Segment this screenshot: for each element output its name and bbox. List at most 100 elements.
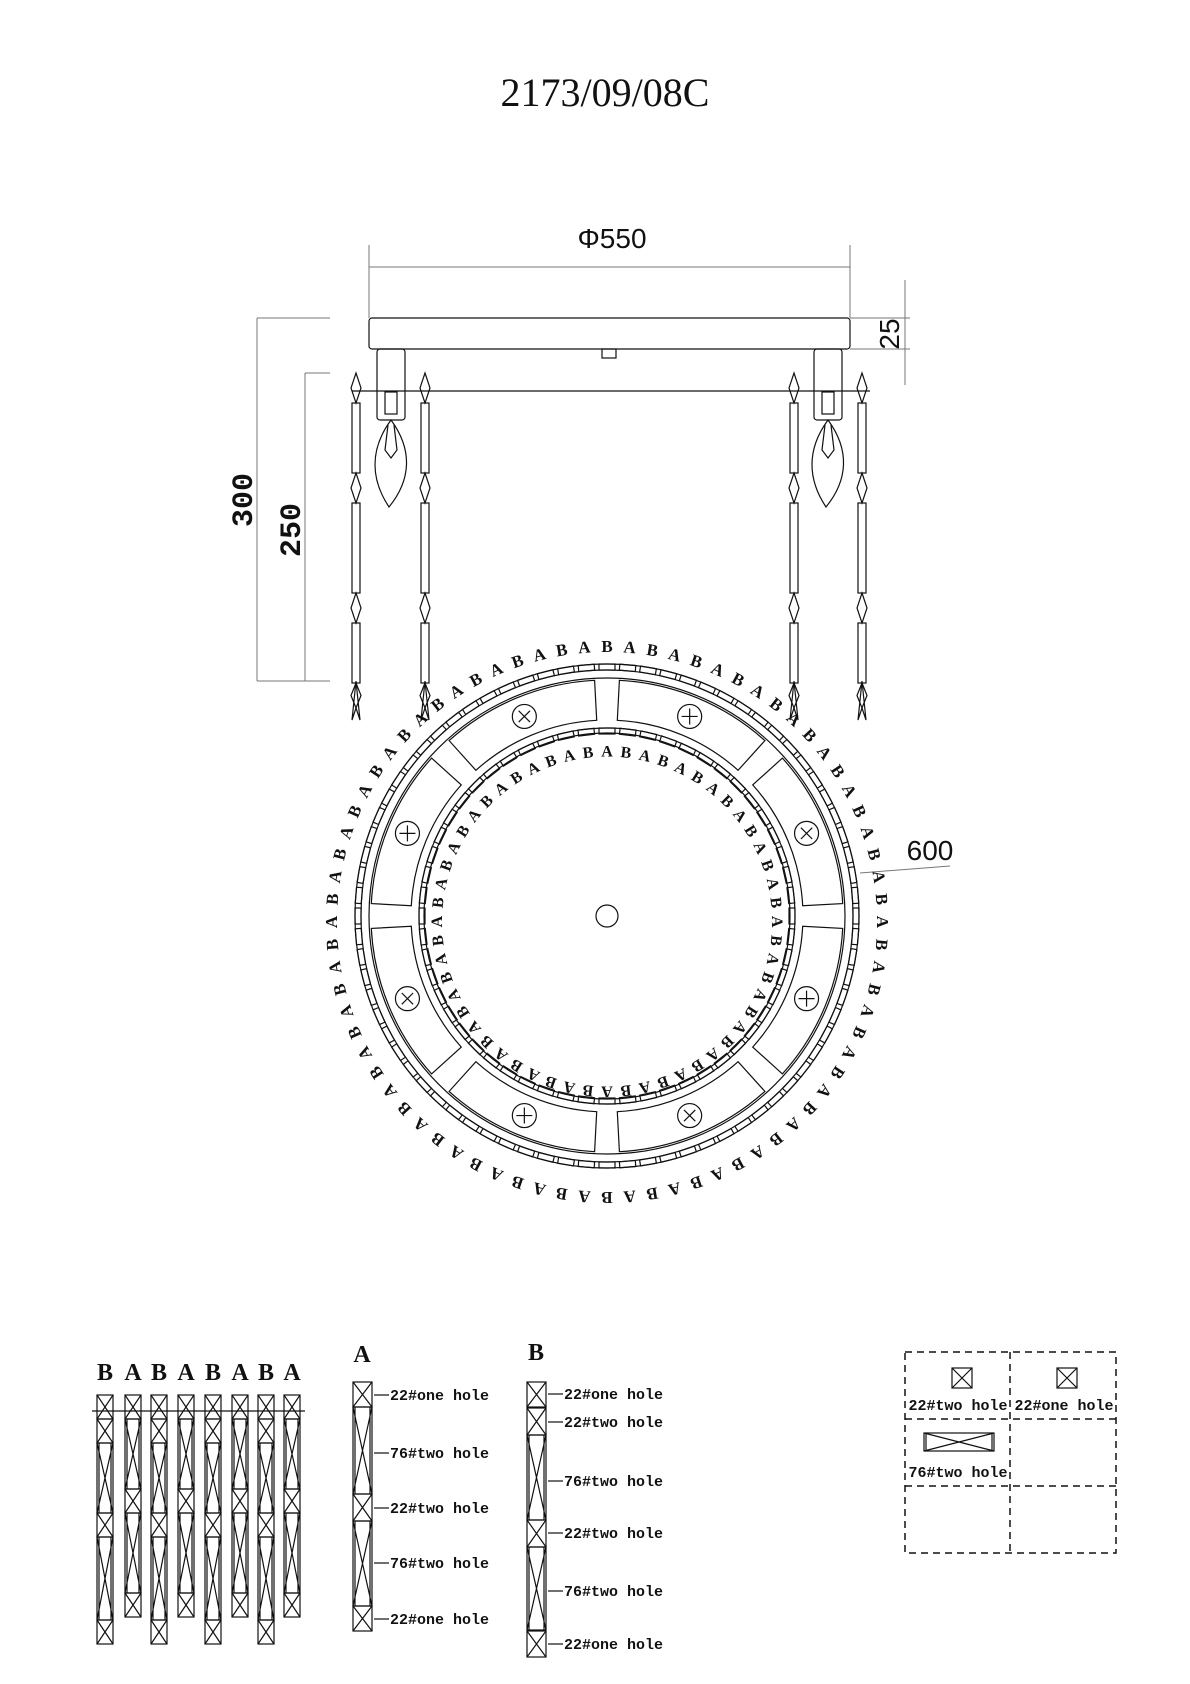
legend-label: 22#one hole	[1014, 1398, 1113, 1415]
crystal-type-label: A	[444, 839, 465, 857]
ring-crystal	[517, 742, 537, 757]
strand-label: B	[205, 1360, 221, 1386]
ring-crystal	[850, 927, 860, 946]
part-label: 22#one hole	[390, 1388, 489, 1405]
ring-crystal	[677, 742, 697, 757]
screw-icon	[793, 820, 820, 846]
ring-crystal	[577, 1095, 596, 1105]
ring-crystal	[390, 770, 407, 789]
crystal-type-label: B	[688, 768, 706, 788]
crystal-type-label: A	[378, 741, 401, 763]
diameter-label: Φ550	[577, 223, 646, 254]
ring-crystal	[497, 681, 517, 695]
legend-label: 76#two hole	[908, 1465, 1007, 1482]
strand-label: A	[283, 1360, 301, 1386]
ring-crystal	[402, 754, 419, 773]
part-label: 76#two hole	[390, 1556, 489, 1573]
strand-label: A	[231, 1360, 249, 1386]
crystal-type-label: B	[329, 846, 350, 862]
ring-crystal	[517, 1075, 537, 1090]
ring-crystal	[638, 730, 658, 742]
ring-crystal	[795, 1059, 812, 1078]
crystal-type-label: A	[446, 680, 467, 703]
crystal-type-label: A	[622, 1187, 637, 1207]
ring-crystal	[556, 730, 576, 742]
ring-crystal	[433, 986, 448, 1006]
ring-crystal	[445, 1104, 464, 1121]
crystal-type-label: A	[703, 1044, 723, 1065]
crystal-type-label: A	[524, 1064, 542, 1085]
crystal-type-label: B	[581, 1081, 594, 1099]
crystal-type-label: A	[486, 1163, 506, 1186]
crystal-22	[231, 1592, 249, 1618]
ring-crystal	[356, 947, 367, 967]
crystal-type-label: B	[863, 846, 884, 862]
crystal-type-label: A	[429, 915, 446, 927]
crystal-type-label: B	[688, 1055, 706, 1075]
ring-crystal	[818, 1025, 834, 1044]
canopy-panel	[448, 1060, 598, 1153]
crystal-type-label: A	[353, 780, 376, 800]
screw-icon	[677, 703, 703, 730]
strand	[96, 1394, 114, 1645]
strand-label: B	[258, 1360, 274, 1386]
ring-crystal	[365, 987, 378, 1007]
ring-crystal	[429, 724, 448, 742]
strand-b-heading: B	[528, 1340, 544, 1366]
crystal-type-label: A	[601, 744, 613, 761]
ring-crystal	[638, 665, 658, 676]
crystal-type-label: A	[857, 824, 879, 842]
part-label: 22#one hole	[564, 1637, 663, 1654]
ring-crystal	[618, 1159, 637, 1169]
ring-crystal	[775, 845, 788, 865]
crystal-type-label: B	[863, 982, 884, 998]
ring-crystal	[766, 826, 781, 846]
ring-crystal	[598, 1161, 616, 1169]
crystal-22	[124, 1592, 142, 1618]
ring-crystal	[766, 1090, 785, 1108]
ring-crystal	[354, 927, 364, 946]
crystal-type-label: A	[750, 839, 771, 857]
strand	[204, 1394, 222, 1645]
crystal-type-label: A	[623, 637, 638, 657]
ring-crystal	[556, 1090, 576, 1102]
ring-crystal	[781, 738, 799, 757]
ring-crystal	[482, 1052, 501, 1069]
ring-crystal	[516, 1145, 536, 1158]
crystal-pendant	[350, 371, 362, 721]
crystal-type-label: B	[848, 1024, 870, 1042]
crystal-22	[96, 1619, 114, 1645]
ring-crystal	[536, 735, 556, 748]
crystal-type-label: A	[783, 708, 805, 731]
ring-crystal	[536, 1084, 556, 1097]
screw-icon	[394, 986, 421, 1012]
ring-crystal	[467, 1038, 485, 1056]
ring-crystal	[516, 674, 536, 687]
canopy-panel	[616, 1060, 766, 1153]
ring-crystal	[415, 1075, 433, 1094]
crystal-type-label: B	[827, 761, 849, 781]
ring-crystal	[402, 1059, 419, 1078]
crystal-type-label: B	[508, 768, 526, 788]
crystal-type-label: A	[378, 1080, 401, 1102]
ring-crystal	[697, 1137, 717, 1151]
crystal-type-label: B	[554, 640, 568, 661]
ring-crystal	[479, 1127, 498, 1143]
ring-crystal	[658, 735, 678, 748]
crystal-type-label: A	[873, 916, 892, 929]
ring-crystal	[658, 669, 678, 681]
ring-crystal	[426, 967, 439, 987]
ring-crystal	[756, 1005, 772, 1024]
canopy-panel	[751, 757, 844, 907]
crystal-pendant	[419, 371, 431, 721]
crystal-type-label: A	[768, 916, 785, 928]
ring-crystal	[497, 1137, 517, 1151]
crystal-22	[283, 1592, 301, 1618]
crystal-type-label: B	[427, 694, 448, 716]
ring-crystal	[766, 986, 781, 1006]
crystal-pendant	[788, 371, 800, 721]
crystal-type-label: B	[393, 725, 415, 746]
crystal-type-label: A	[353, 1043, 376, 1063]
